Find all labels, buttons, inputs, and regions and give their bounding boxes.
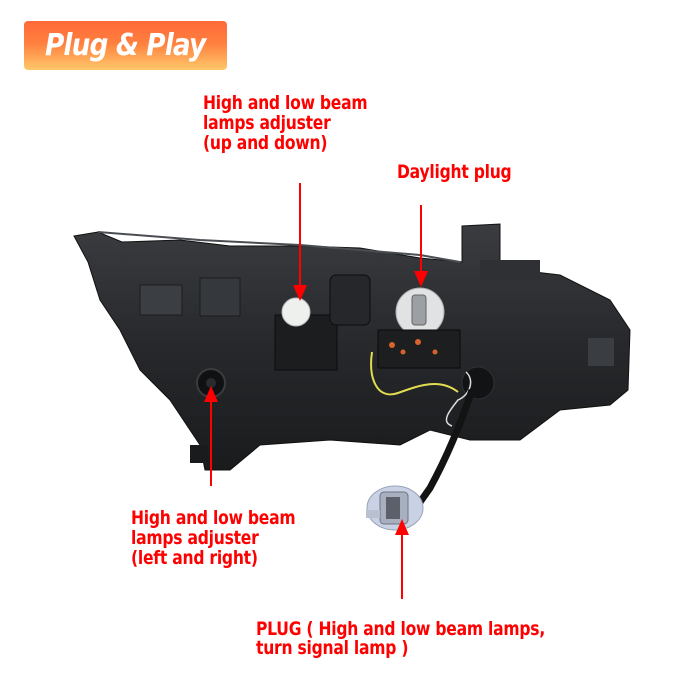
callout-leftright-adjuster: High and low beam lamps adjuster (left a… xyxy=(131,507,296,569)
arrow-plug xyxy=(395,519,409,599)
callout-updown-adjuster: High and low beam lamps adjuster (up and… xyxy=(203,92,368,154)
arrow-daylight-plug xyxy=(414,205,428,287)
badge-label: Plug & Play xyxy=(45,28,206,63)
callout-daylight-plug: Daylight plug xyxy=(397,161,512,183)
plug-and-play-badge: Plug & Play xyxy=(24,21,227,70)
arrow-leftright-adjuster xyxy=(204,386,218,486)
callout-plug: PLUG ( High and low beam lamps, turn sig… xyxy=(256,618,545,659)
arrow-updown-adjuster xyxy=(293,183,307,301)
